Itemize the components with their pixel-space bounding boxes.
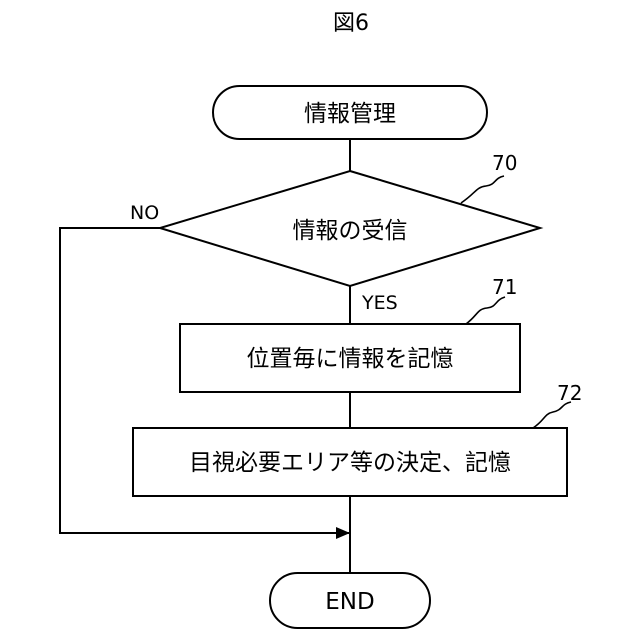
no-branch-arrowhead: [336, 527, 350, 539]
no-branch-label: NO: [130, 202, 159, 224]
process-decide-visual-check-area-label: 目視必要エリア等の決定、記憶: [189, 450, 511, 476]
ref-number-71: 71: [492, 275, 517, 299]
figure-title: 図6: [333, 11, 369, 36]
process-store-by-position-label: 位置毎に情報を記憶: [247, 346, 454, 372]
leader-line-70: [461, 176, 504, 203]
ref-number-70: 70: [492, 151, 517, 175]
ref-number-72: 72: [557, 381, 582, 405]
leader-line-72: [533, 402, 571, 428]
leader-line-71: [466, 297, 505, 324]
decision-label: 情報の受信: [293, 218, 408, 244]
yes-branch-label: YES: [361, 292, 398, 314]
start-label: 情報管理: [304, 101, 396, 127]
end-label: END: [325, 589, 374, 615]
